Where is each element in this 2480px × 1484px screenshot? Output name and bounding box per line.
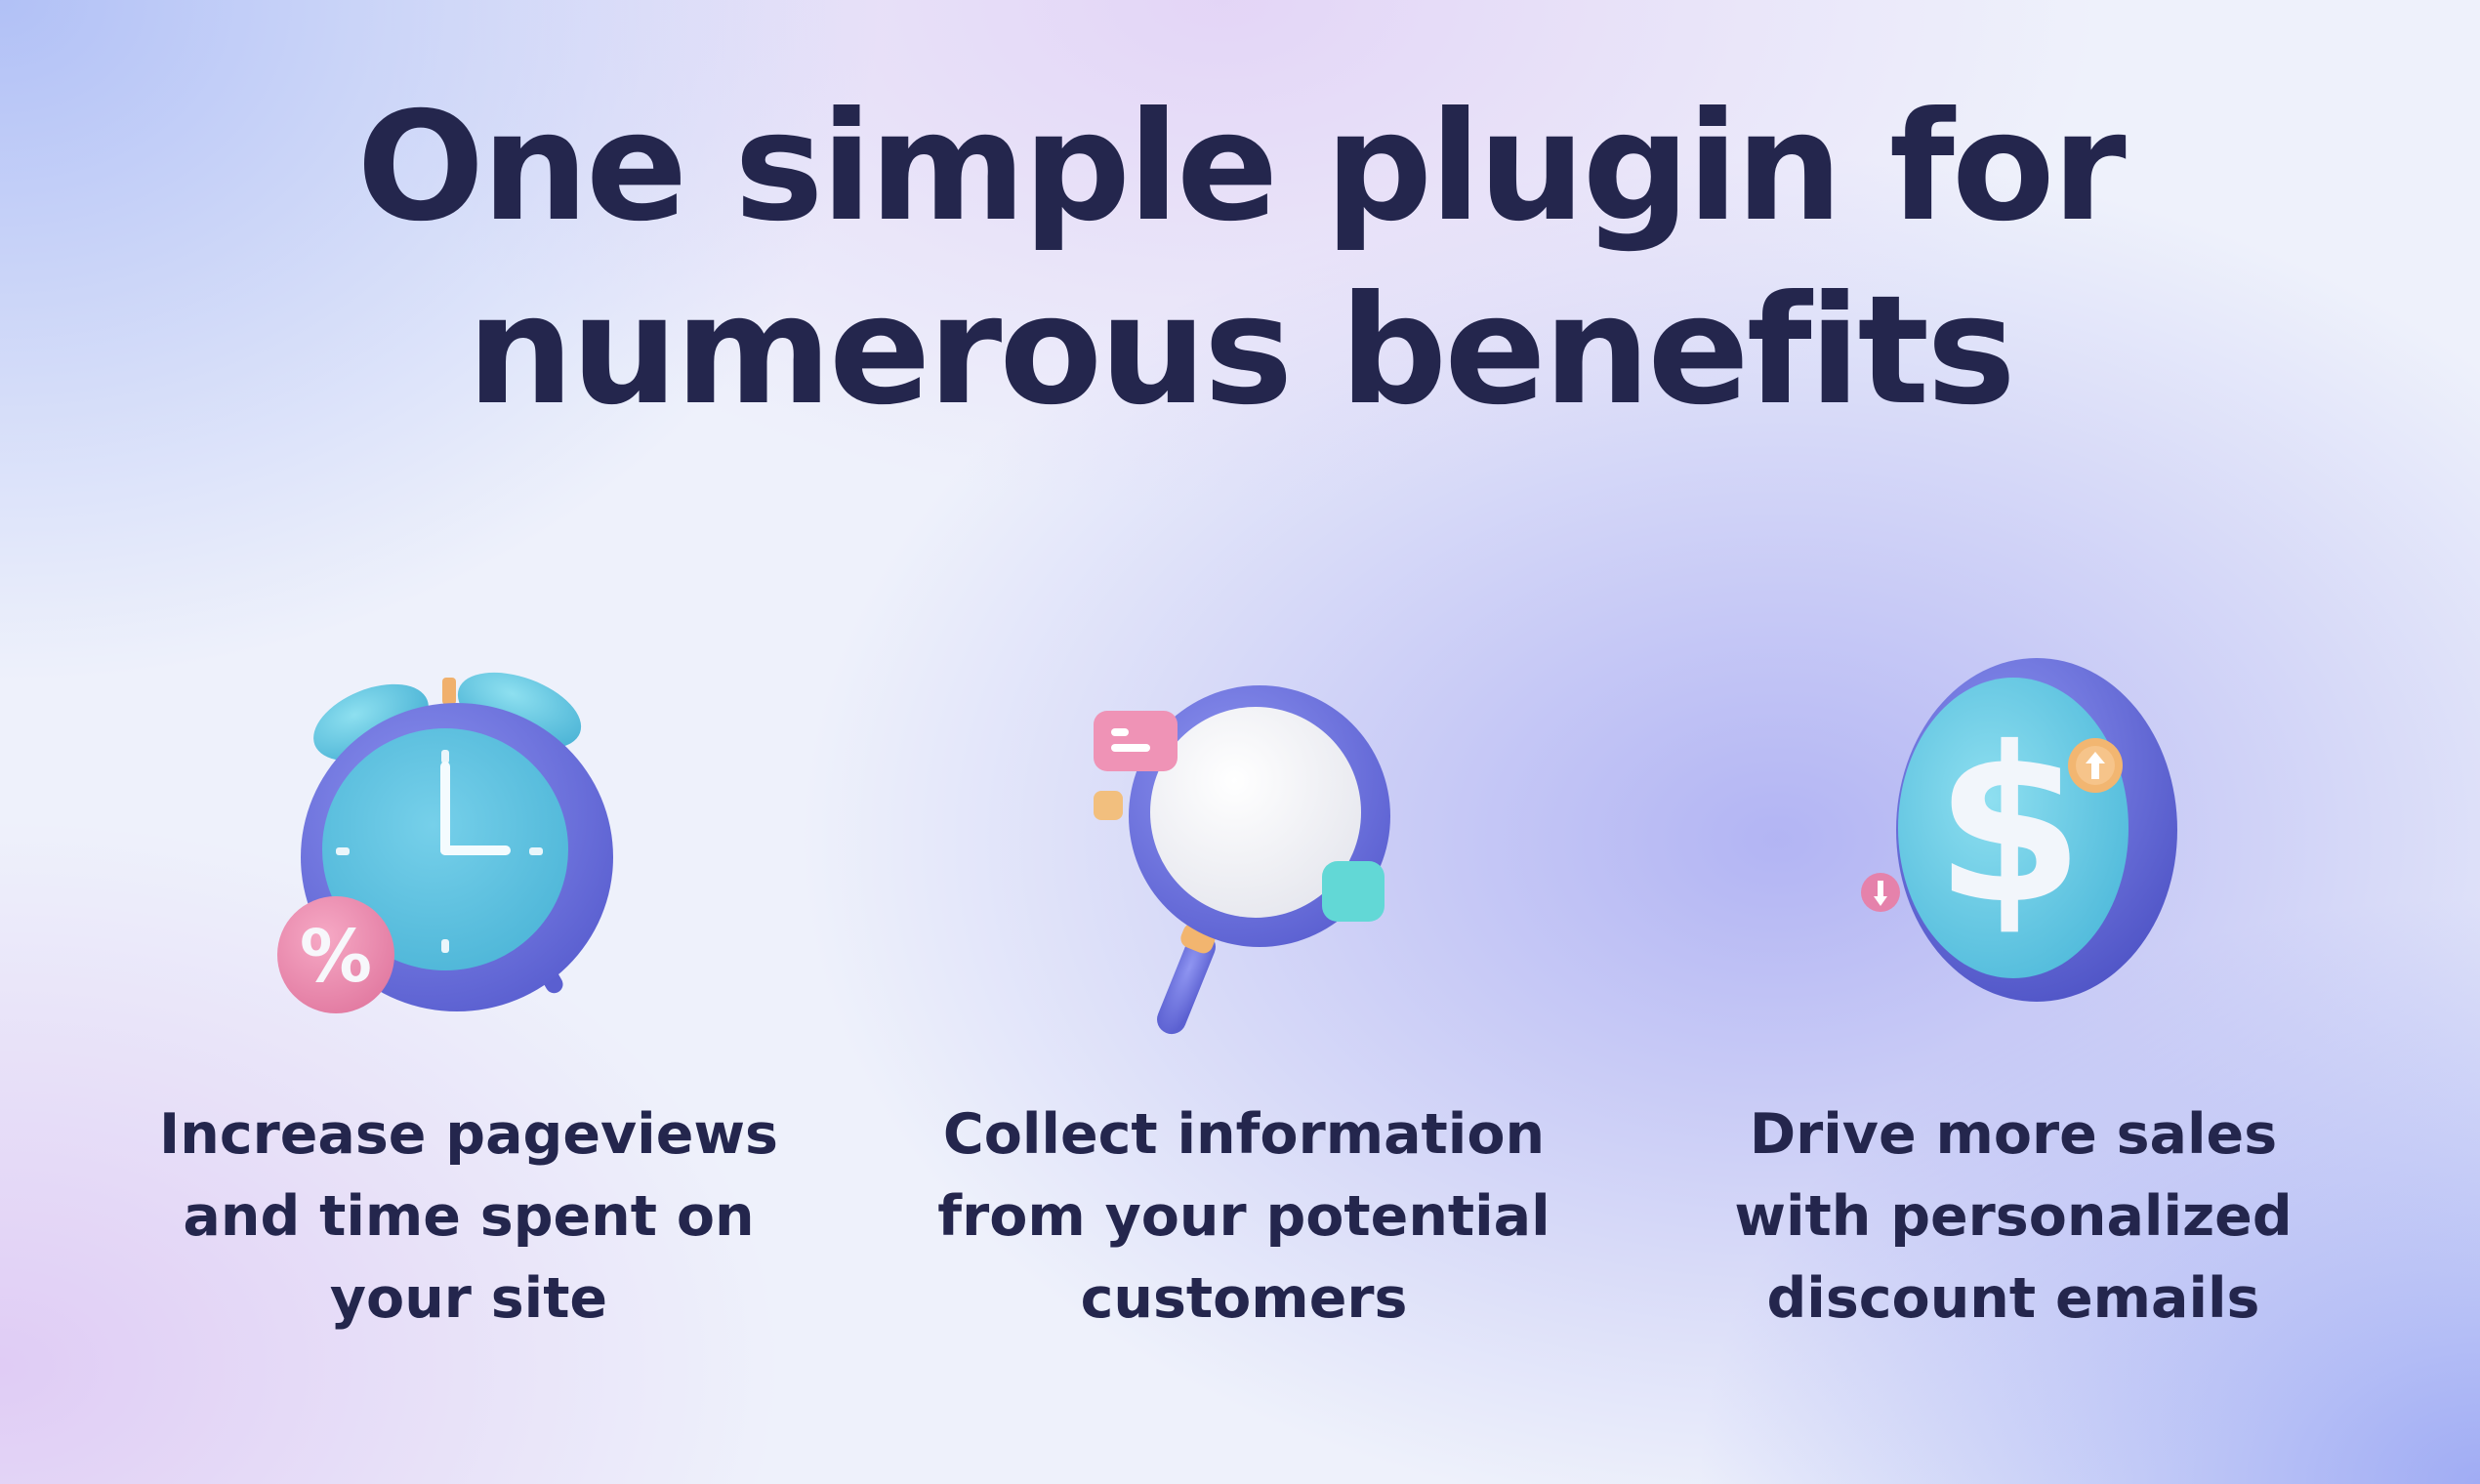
alarm-clock-percent-icon: % [273, 644, 664, 1035]
feature-collect-information-caption: Collect information from your potential … [853, 1093, 1634, 1340]
caption-line: Drive more sales [1749, 1102, 2278, 1167]
page-title: One simple plugin for numerous benefits [0, 76, 2480, 443]
feature-drive-sales-caption: Drive more sales with personalized disco… [1623, 1093, 2404, 1340]
feature-drive-sales: $ Drive more sales with personalized dis… [1623, 644, 2404, 1347]
caption-line: your site [329, 1266, 608, 1331]
magnifying-glass-icon [1049, 644, 1439, 1035]
dollar-sign: $ [1934, 701, 2084, 951]
feature-pageviews: % Increase pageviews and time spent on y… [78, 644, 859, 1347]
percent-badge: % [300, 915, 372, 999]
caption-line: and time spent on [183, 1184, 755, 1249]
caption-line: discount emails [1766, 1266, 2260, 1331]
caption-line: Collect information [942, 1102, 1546, 1167]
feature-pageviews-caption: Increase pageviews and time spent on you… [78, 1093, 859, 1340]
caption-line: from your potential [937, 1184, 1550, 1249]
caption-line: with personalized [1734, 1184, 2293, 1249]
headline-line-1: One simple plugin for [356, 80, 2126, 255]
caption-line: Increase pageviews [159, 1102, 778, 1167]
headline-line-2: numerous benefits [467, 264, 2016, 438]
caption-line: customers [1080, 1266, 1408, 1331]
feature-collect-information: Collect information from your potential … [853, 644, 1634, 1347]
dollar-coin-icon: $ [1818, 644, 2209, 1035]
